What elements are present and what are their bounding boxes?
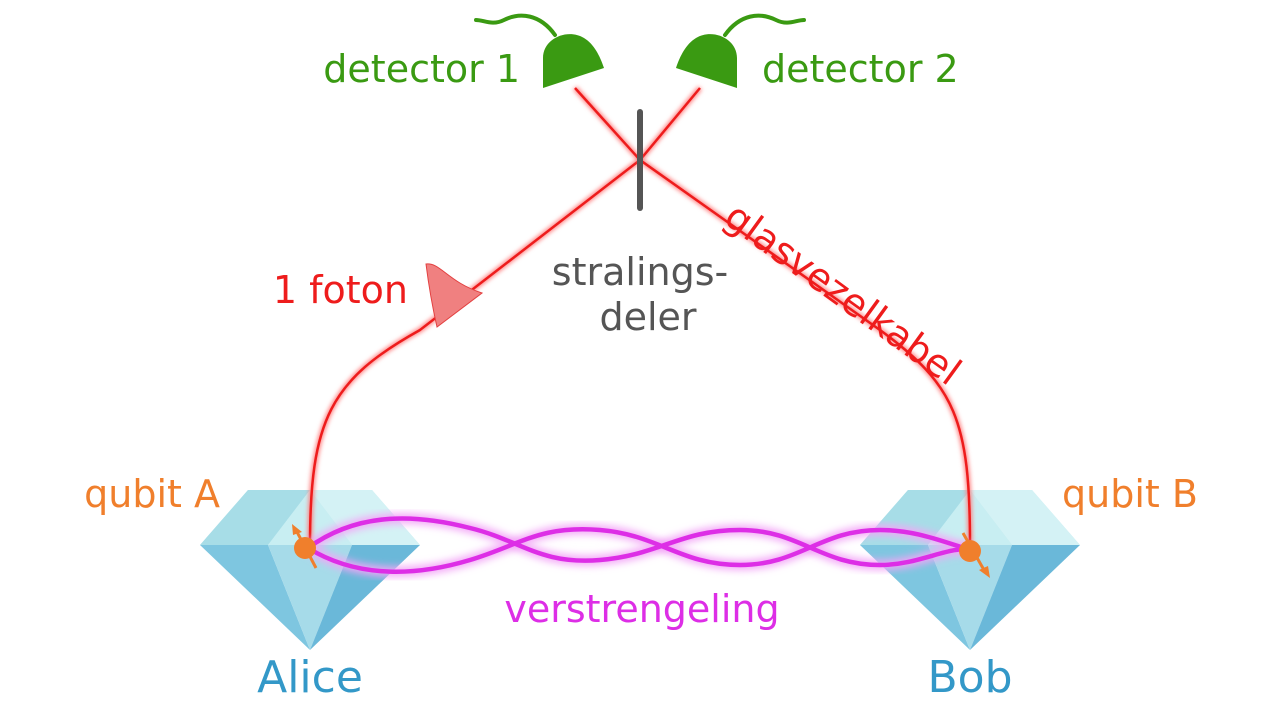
qubit-a-label: qubit A [84,472,220,516]
photon-pulse-icon [425,263,484,328]
splitter-label-line1: stralings- [552,250,728,294]
detector-1-icon [474,13,604,88]
fiber-bob-path [573,86,973,546]
qubit-b-label: qubit B [1062,472,1198,516]
entanglement-wave [305,513,974,577]
detector-2-icon [676,13,806,88]
photon-label: 1 foton [273,268,408,312]
bob-label: Bob [927,652,1012,703]
splitter-label-line2: deler [599,295,696,339]
fiber-label: glasvezelkabel [717,194,970,394]
detector-1-label: detector 1 [323,47,520,91]
fiber-alice-path [307,86,702,546]
detector-2-label: detector 2 [762,47,959,91]
qubit-a-icon [292,524,318,569]
qubit-b-icon [959,532,990,578]
alice-label: Alice [257,652,363,703]
entanglement-label: verstrengeling [504,587,779,631]
